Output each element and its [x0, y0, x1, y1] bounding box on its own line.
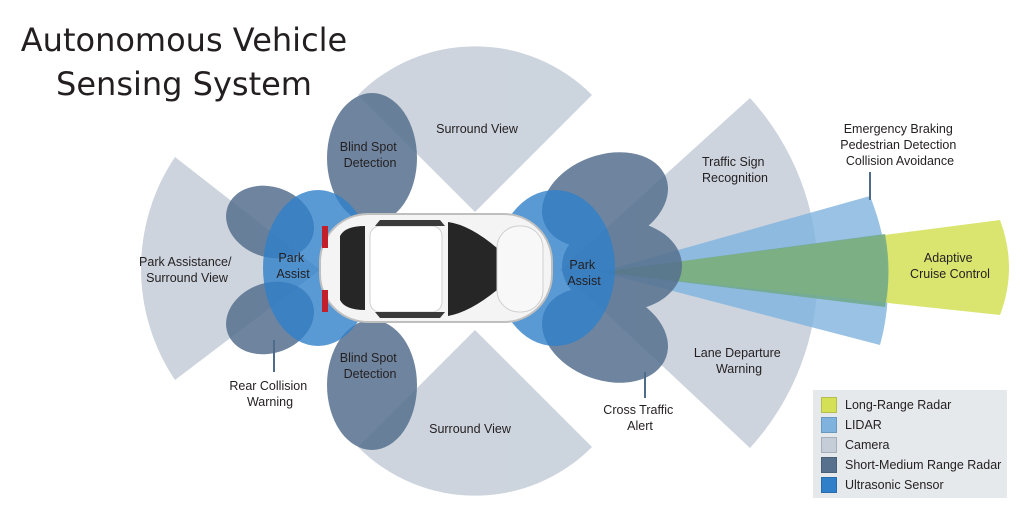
label-park-assistance-surround: Park Assistance/ Surround View — [139, 255, 235, 285]
camera-surround-bottom — [358, 330, 592, 496]
radar-lidar-overlap — [600, 234, 889, 307]
legend-swatch — [821, 437, 837, 453]
label-blind-spot-top: Blind Spot Detection — [340, 140, 400, 170]
legend-label: Camera — [845, 438, 890, 452]
label-cross-traffic: Cross Traffic Alert — [603, 403, 676, 433]
page-title: Autonomous Vehicle Sensing System — [14, 18, 354, 106]
zone-labels: Surround View Surround View Blind Spot D… — [139, 122, 990, 436]
label-park-assist-front: Park Assist — [567, 258, 601, 288]
label-traffic-sign: Traffic Sign Recognition — [702, 155, 768, 185]
radar-blind-spot-bottom — [327, 320, 417, 450]
legend-label: Short-Medium Range Radar — [845, 458, 1002, 472]
legend-label: Ultrasonic Sensor — [845, 478, 944, 492]
title-line-1: Autonomous Vehicle — [20, 21, 348, 59]
label-surround-view-top: Surround View — [436, 122, 519, 136]
legend-item-ultrasonic: Ultrasonic Sensor — [821, 476, 944, 494]
legend-swatch — [821, 457, 837, 473]
label-park-assist-rear: Park Assist — [276, 251, 310, 281]
legend-label: LIDAR — [845, 418, 882, 432]
legend-item-short-medium-radar: Short-Medium Range Radar — [821, 456, 1001, 474]
legend-label: Long-Range Radar — [845, 398, 952, 412]
car-top-view — [319, 213, 553, 323]
legend: Long-Range Radar LIDAR Camera Short-Medi… — [813, 390, 1007, 498]
label-blind-spot-bottom: Blind Spot Detection — [340, 351, 400, 381]
radar-blind-spot-top — [327, 93, 417, 223]
label-lane-departure: Lane Departure Warning — [694, 346, 784, 376]
legend-item-camera: Camera — [821, 436, 889, 454]
legend-item-lidar: LIDAR — [821, 416, 882, 434]
label-rear-collision: Rear Collision Warning — [229, 379, 310, 409]
title-line-2: Sensing System — [56, 65, 312, 103]
legend-swatch — [821, 477, 837, 493]
legend-swatch — [821, 417, 837, 433]
label-adaptive-cruise: Adaptive Cruise Control — [910, 251, 990, 281]
label-emergency-braking: Emergency Braking Pedestrian Detection C… — [840, 122, 960, 168]
leader-lines — [273, 172, 871, 398]
camera-surround-top — [358, 46, 592, 213]
legend-item-long-range-radar: Long-Range Radar — [821, 396, 951, 414]
camera-rear — [141, 157, 320, 380]
legend-swatch — [821, 397, 837, 413]
label-surround-view-bottom: Surround View — [429, 422, 512, 436]
